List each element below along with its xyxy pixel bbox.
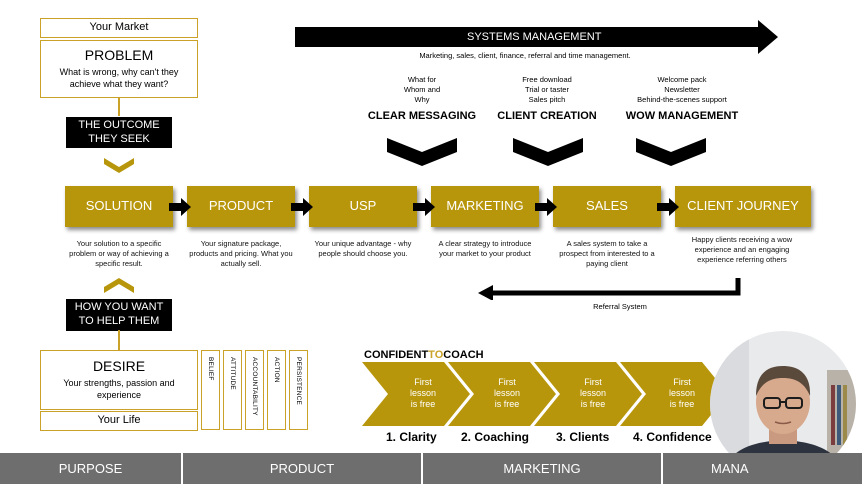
connector-line: [118, 330, 120, 350]
client-creation-heading: CLIENT CREATION: [497, 110, 597, 122]
sales-box: SALES: [553, 186, 661, 227]
systems-subtitle: Marketing, sales, client, finance, refer…: [419, 51, 631, 60]
chevron-clarity: [362, 362, 470, 426]
desire-text: Your strengths, passion and experience: [63, 378, 175, 400]
systems-arrow-icon: [295, 20, 778, 54]
desire-box: DESIRE Your strengths, passion and exper…: [40, 350, 198, 410]
chevron-coaching: [448, 362, 556, 426]
outcome-label: THE OUTCOME THEY SEEK: [66, 117, 172, 148]
up-chevron-icon: [104, 278, 134, 293]
your-market-box: Your Market: [40, 18, 198, 38]
wow-management-heading: WOW MANAGEMENT: [625, 110, 739, 122]
wow-lines: Welcome pack Newsletter Behind-the-scene…: [637, 75, 727, 104]
sales-desc: A sales system to take a prospect from i…: [559, 239, 655, 268]
chevron-text: First lesson is free: [579, 377, 606, 409]
your-life-label: Your Life: [97, 414, 141, 426]
marketing-desc: A clear strategy to introduce your marke…: [438, 239, 532, 258]
down-chevron-icon: [387, 138, 457, 166]
client-journey-box: CLIENT JOURNEY: [675, 186, 811, 227]
product-box: PRODUCT: [187, 186, 295, 227]
action-box: ACTION: [267, 350, 286, 430]
referral-arrow-icon: [478, 278, 741, 300]
step-clarity: 1. Clarity: [386, 430, 437, 444]
persistence-box: PERSISTENCE: [289, 350, 308, 430]
chevron-text: First lesson is free: [493, 377, 520, 409]
belief-box: BELIEF: [201, 350, 220, 430]
problem-text: What is wrong, why can't they achieve wh…: [59, 67, 179, 89]
chevron-text: First lesson is free: [409, 377, 436, 409]
right-arrow-icon: [291, 198, 313, 216]
down-chevron-icon: [104, 158, 134, 173]
problem-title: PROBLEM: [84, 47, 154, 63]
step-coaching: 2. Coaching: [461, 430, 530, 444]
clear-messaging-heading: CLEAR MESSAGING: [367, 110, 477, 122]
product-desc: Your signature package, products and pri…: [189, 239, 293, 268]
right-arrow-icon: [657, 198, 679, 216]
accountability-box: ACCOUNTABILITY: [245, 350, 264, 430]
your-life-box: Your Life: [40, 411, 198, 431]
usp-desc: Your unique advantage - why people shoul…: [314, 239, 412, 258]
presenter-webcam: [710, 331, 856, 477]
chevron-text: First lesson is free: [668, 377, 695, 409]
creation-lines: Free download Trial or taster Sales pitc…: [522, 75, 572, 104]
footer-marketing: MARKETING: [423, 453, 661, 484]
step-clients: 3. Clients: [556, 430, 610, 444]
attitude-box: ATTITUDE: [223, 350, 242, 430]
confidence-chevrons: [362, 362, 728, 426]
solution-box: SOLUTION: [65, 186, 173, 227]
down-chevron-icon: [513, 138, 583, 166]
your-market-label: Your Market: [89, 21, 149, 33]
down-chevron-icon: [636, 138, 706, 166]
desire-title: DESIRE: [92, 358, 146, 374]
solution-desc: Your solution to a specific problem or w…: [69, 239, 169, 268]
confident-to-coach-title: CONFIDENTTOCOACH: [364, 349, 484, 361]
right-arrow-icon: [169, 198, 191, 216]
systems-title: SYSTEMS MANAGEMENT: [467, 31, 602, 43]
marketing-box: MARKETING: [431, 186, 539, 227]
chevron-confidence: [620, 362, 728, 426]
how-label: HOW YOU WANT TO HELP THEM: [66, 299, 172, 331]
right-arrow-icon: [413, 198, 435, 216]
chevron-clients: [534, 362, 642, 426]
right-arrow-icon: [535, 198, 557, 216]
messaging-lines: What for Whom and Why: [403, 75, 441, 104]
usp-box: USP: [309, 186, 417, 227]
footer-product: PRODUCT: [183, 453, 421, 484]
client-journey-desc: Happy clients receiving a wow experience…: [691, 235, 793, 264]
connector-line: [118, 98, 120, 116]
referral-label: Referral System: [593, 302, 647, 311]
step-confidence: 4. Confidence: [633, 430, 712, 444]
footer-purpose: PURPOSE: [0, 453, 181, 484]
problem-box: PROBLEM What is wrong, why can't they ac…: [40, 40, 198, 98]
footer-management: MANA: [663, 453, 862, 484]
